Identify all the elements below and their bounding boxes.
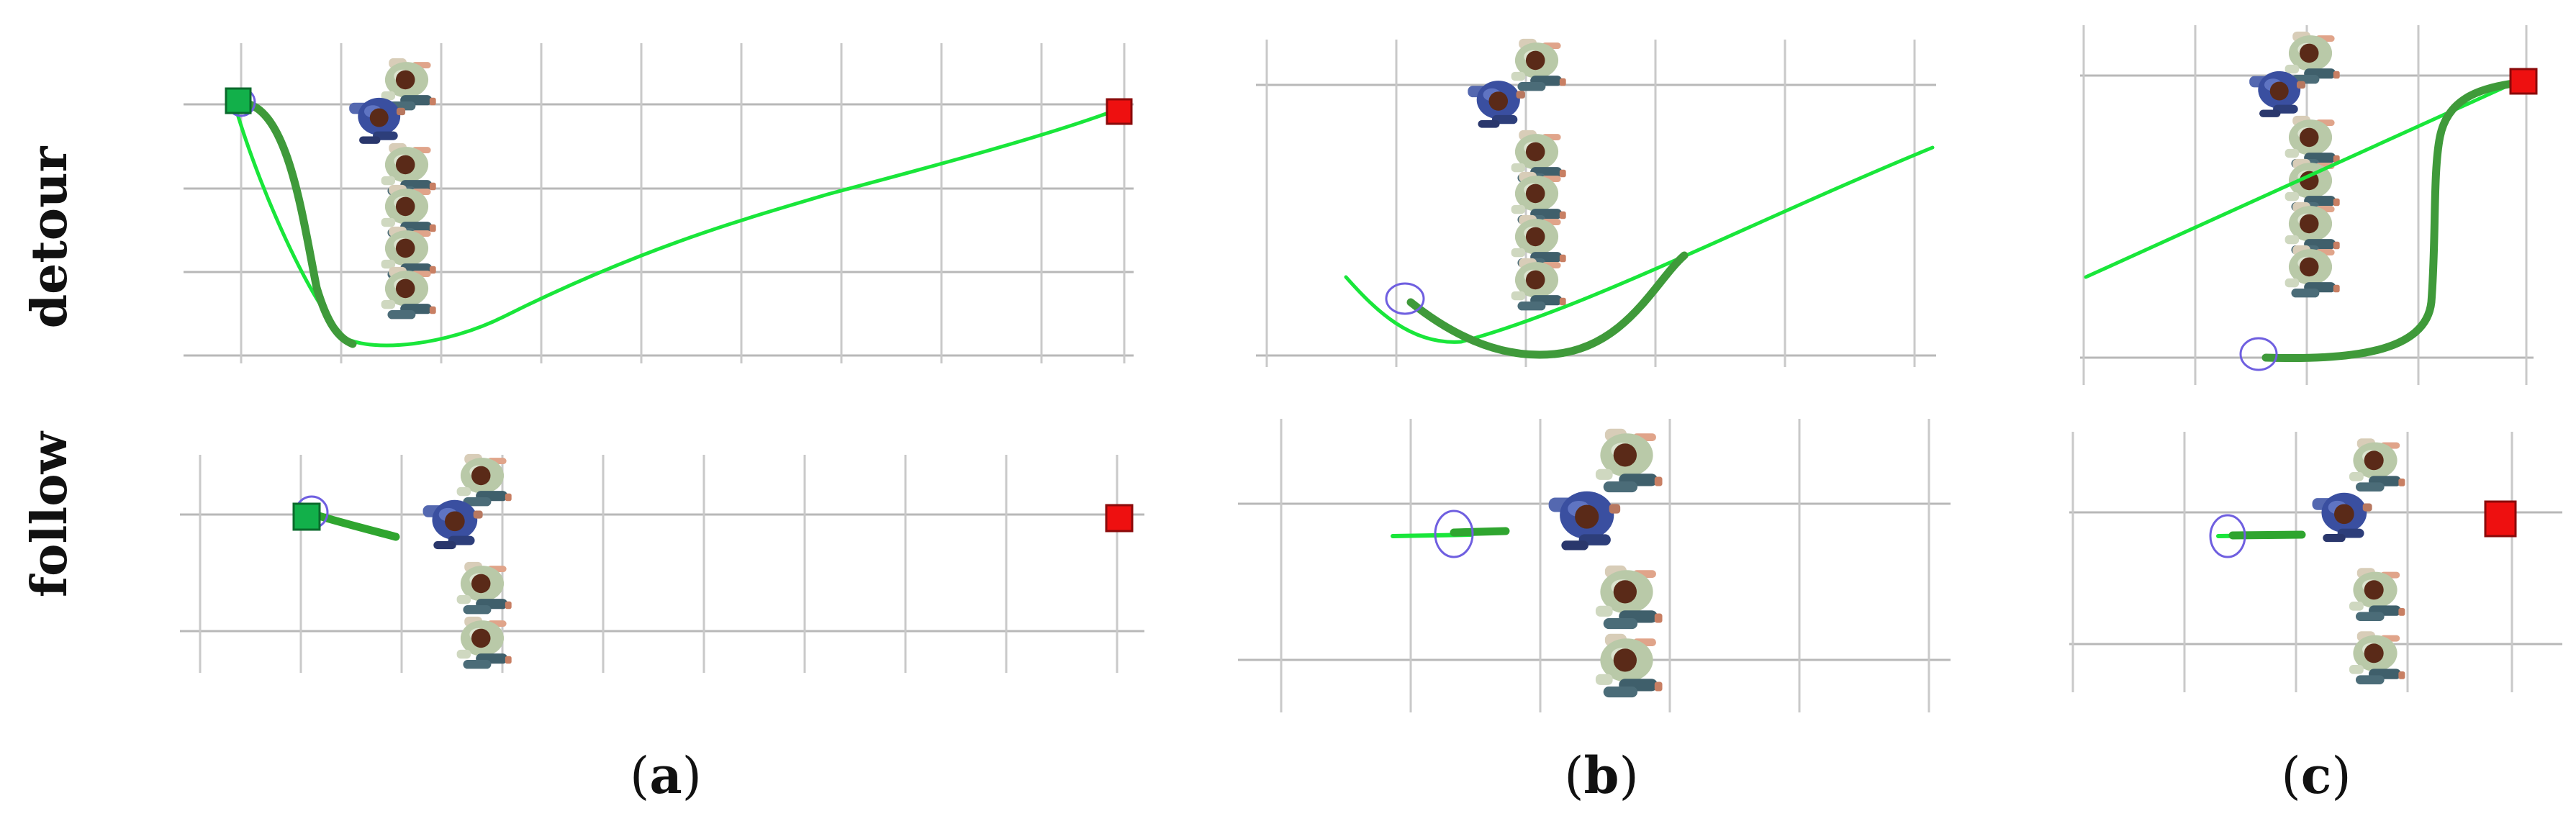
executed-path bbox=[312, 511, 400, 541]
caption-b: (b) bbox=[1564, 746, 1639, 805]
row-label-detour: detour bbox=[21, 145, 78, 328]
pedestrian-icon bbox=[1511, 38, 1566, 91]
goal-marker bbox=[1106, 98, 1133, 125]
start-marker bbox=[292, 502, 321, 531]
pedestrian-icon bbox=[1468, 81, 1525, 128]
pedestrian-icon bbox=[381, 266, 436, 320]
planned-path bbox=[234, 107, 1114, 348]
planned-path bbox=[1344, 145, 1935, 344]
robot-icon bbox=[2239, 337, 2278, 371]
row-label-detour-text: detour bbox=[21, 145, 78, 328]
pedestrian-column bbox=[422, 453, 512, 669]
pedestrian-column bbox=[2249, 31, 2340, 298]
panel-a-detour bbox=[184, 43, 1134, 363]
floor-grid bbox=[1238, 419, 1951, 712]
goal-marker bbox=[1105, 504, 1134, 533]
floor-grid bbox=[2069, 432, 2562, 692]
executed-path bbox=[2261, 78, 2523, 363]
goal-marker bbox=[2484, 500, 2517, 538]
pedestrian-icon bbox=[1511, 258, 1566, 311]
panel-c-follow bbox=[2069, 432, 2562, 692]
pedestrian-icon bbox=[1511, 214, 1566, 268]
panel-c-detour bbox=[2080, 25, 2538, 385]
pedestrian-icon bbox=[2312, 492, 2372, 543]
robot-icon bbox=[1385, 282, 1425, 315]
executed-path bbox=[239, 99, 357, 348]
pedestrian-column bbox=[1548, 428, 1663, 698]
row-label-follow-text: follow bbox=[21, 430, 78, 597]
floor-grid bbox=[184, 43, 1134, 363]
executed-path bbox=[1450, 527, 1510, 537]
pedestrian-column bbox=[1468, 38, 1566, 311]
panel-b-detour bbox=[1256, 38, 1936, 367]
pedestrian-icon bbox=[1595, 633, 1663, 698]
pedestrian-icon bbox=[422, 499, 483, 550]
floor-grid bbox=[1256, 40, 1936, 367]
panel-b-follow bbox=[1238, 419, 1951, 712]
pedestrian-icon bbox=[2349, 568, 2405, 621]
row-label-follow: follow bbox=[21, 430, 78, 597]
pedestrian-icon bbox=[1595, 565, 1663, 630]
pedestrian-icon bbox=[2284, 245, 2340, 298]
caption-c: (c) bbox=[2281, 746, 2351, 805]
pedestrian-icon bbox=[2349, 438, 2405, 491]
pedestrian-icon bbox=[1595, 428, 1663, 493]
pedestrian-icon bbox=[1548, 491, 1621, 551]
pedestrian-icon bbox=[2349, 631, 2405, 684]
pedestrian-icon bbox=[2284, 115, 2340, 168]
executed-path bbox=[1406, 251, 1689, 359]
robot-icon bbox=[2209, 514, 2246, 558]
panel-a-follow bbox=[180, 453, 1144, 673]
robot-icon bbox=[1434, 509, 1474, 558]
floor-grid bbox=[180, 455, 1144, 673]
pedestrian-column bbox=[2312, 438, 2405, 684]
start-marker bbox=[225, 87, 252, 114]
caption-a: (a) bbox=[630, 746, 702, 805]
pedestrian-icon bbox=[2284, 201, 2340, 255]
goal-marker bbox=[2509, 68, 2538, 95]
pedestrian-icon bbox=[1511, 171, 1566, 225]
